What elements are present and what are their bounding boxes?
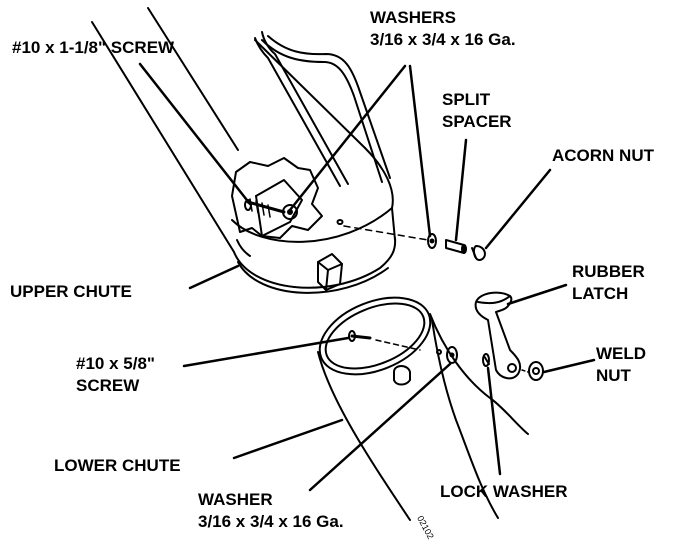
label-upper-screw: #10 x 1-1/8" SCREW — [12, 38, 175, 57]
lower-hardware-parts — [446, 291, 544, 381]
upper-screw-part — [244, 198, 298, 220]
label-washer-title: WASHER — [198, 490, 273, 509]
lower-chute-part — [317, 296, 529, 521]
label-washers-title: WASHERS — [370, 8, 456, 27]
upper-chute-part — [91, 7, 397, 294]
label-lower-screw-line1: #10 x 5/8" — [76, 354, 155, 373]
label-acorn-nut: ACORN NUT — [552, 146, 654, 165]
label-washer-spec: 3/16 x 3/4 x 16 Ga. — [198, 512, 344, 531]
label-rubber-latch-line2: LATCH — [572, 284, 629, 303]
leader-lines — [138, 62, 596, 492]
label-weld-nut-line2: NUT — [596, 366, 631, 385]
label-weld-nut-line1: WELD — [596, 344, 647, 363]
label-washers-spec: 3/16 x 3/4 x 16 Ga. — [370, 30, 516, 49]
label-lock-washer: LOCK WASHER — [440, 482, 568, 501]
label-split-spacer-line1: SPLIT — [442, 90, 491, 109]
label-upper-chute: UPPER CHUTE — [10, 282, 132, 301]
upper-hardware-parts — [427, 233, 486, 261]
label-lower-chute: LOWER CHUTE — [54, 456, 181, 475]
label-split-spacer-line2: SPACER — [442, 112, 512, 131]
label-lower-screw-line2: SCREW — [76, 376, 140, 395]
label-rubber-latch-line1: RUBBER — [572, 262, 645, 281]
